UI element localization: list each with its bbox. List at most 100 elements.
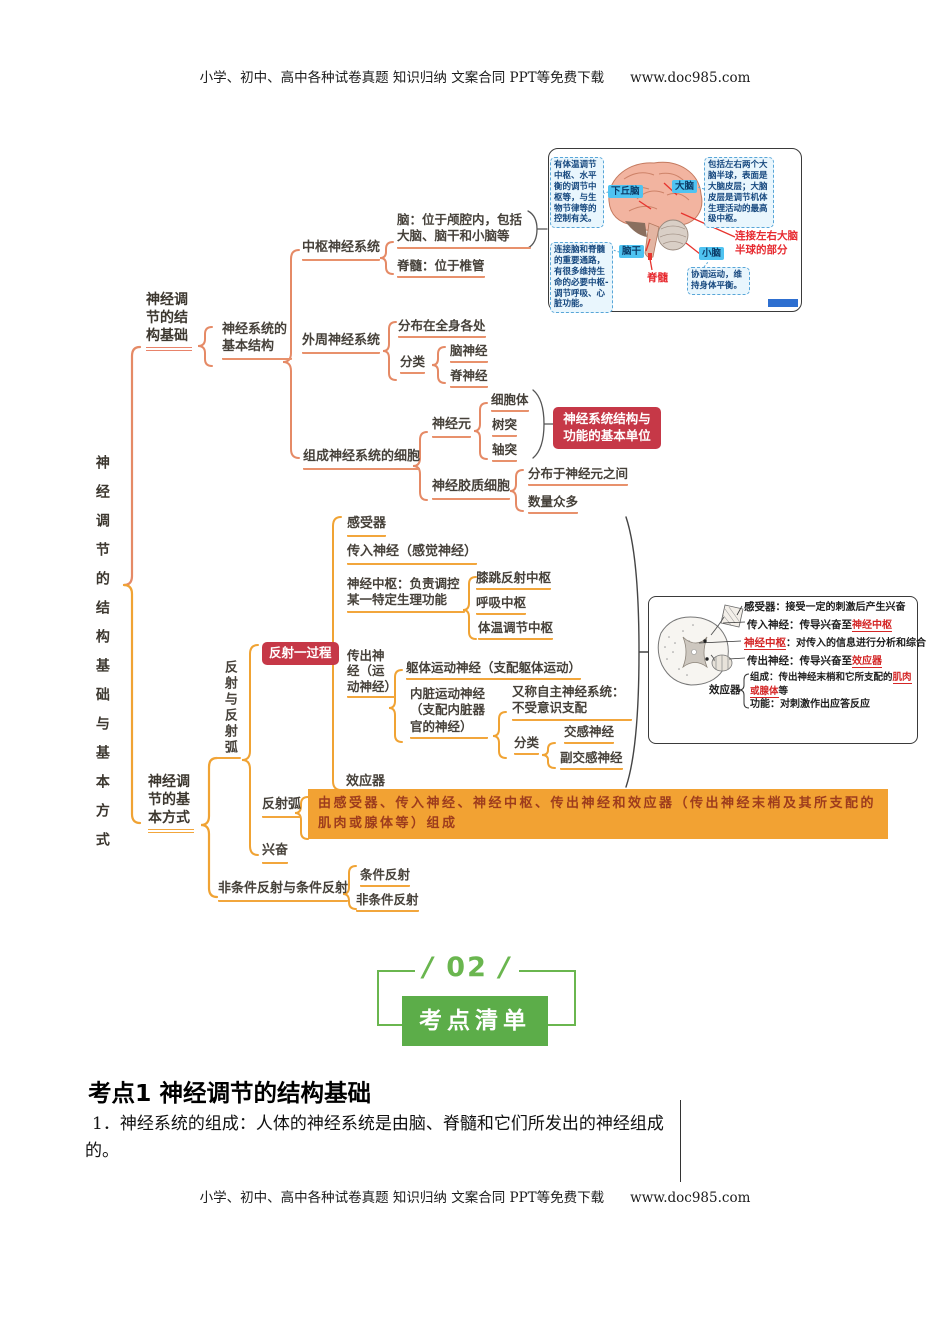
node-somatic: 躯体运动神经（支配躯体运动） bbox=[406, 660, 582, 681]
afferent-term: 传入神经：传导兴奋至 bbox=[747, 619, 852, 631]
reflex-arc-figure-box: 感受器：接受一定的刺激后产生兴奋 传入神经：传导兴奋至神经中枢 神经中枢：对传入… bbox=[648, 596, 926, 744]
neuron-parts-pointer bbox=[532, 389, 554, 459]
pns-brace bbox=[382, 321, 397, 381]
node-reflex-group: 反射与反射弧 bbox=[221, 660, 237, 756]
branch1-label: 神经调节的结构基础 bbox=[146, 292, 192, 351]
node-soma: 细胞体 bbox=[491, 392, 529, 413]
node-unconditioned-reflex: 非条件反射 bbox=[356, 892, 419, 913]
node-neuron: 神经元 bbox=[432, 417, 472, 438]
afferent-target: 神经中枢 bbox=[852, 620, 892, 632]
receptor-desc: ：接受一定的刺激后产生兴奋 bbox=[775, 602, 906, 613]
node-excitement: 兴奋 bbox=[262, 843, 289, 864]
branch1-brace bbox=[197, 326, 213, 367]
reflex-group-underline bbox=[215, 757, 241, 759]
branch2-brace bbox=[200, 756, 219, 899]
effector-brace bbox=[738, 673, 750, 709]
effector-composition: 组成：传出神经末梢和它所支配的肌肉或腺体等 bbox=[750, 671, 914, 699]
spinal-cord-illustration bbox=[657, 604, 750, 709]
header-url[interactable]: www.doc985.com bbox=[630, 70, 751, 86]
node-brain: 脑：位于颅腔内，包括大脑、脑干和小脑等 bbox=[397, 212, 531, 249]
mindmap-root-label: 神经调节的结构基础与基本方式 bbox=[93, 455, 110, 861]
topic-heading: 考点1 神经调节的结构基础 bbox=[88, 1079, 372, 1107]
slash-right: / bbox=[499, 952, 512, 983]
center-desc: ：对传入的信息进行分析和综合 bbox=[786, 638, 926, 649]
hypothalamus-note: 有体温调节中枢、水平衡的调节中枢等，与生物节律等的控制有关。 bbox=[550, 157, 604, 229]
node-reflex-process-badge: 反射一过程 bbox=[262, 642, 339, 665]
classify1-brace bbox=[431, 346, 446, 384]
node-distributed: 分布在全身各处 bbox=[398, 318, 486, 339]
hypothalamus-label: 下丘脑 bbox=[608, 185, 643, 199]
classify2-brace bbox=[541, 742, 556, 769]
footer-text: 小学、初中、高中各种试卷真题 知识归纳 文案合同 PPT等免费下载 bbox=[199, 1190, 605, 1206]
page-header: 小学、初中、高中各种试卷真题 知识归纳 文案合同 PPT等免费下载 www.doc… bbox=[0, 66, 950, 86]
page-footer: 小学、初中、高中各种试卷真题 知识归纳 文案合同 PPT等免费下载 www.doc… bbox=[0, 1186, 950, 1206]
compose-red: 肌肉或腺体 bbox=[750, 672, 912, 698]
text-cursor-line bbox=[680, 1100, 681, 1182]
node-cns: 中枢神经系统 bbox=[302, 240, 381, 261]
body-line-2: 的。 bbox=[85, 1141, 119, 1161]
body-line-1: 1．神经系统的组成：人体的神经系统是由脑、脊髓和它们所发出的神经组成 bbox=[92, 1114, 664, 1134]
compose-text: 组成：传出神经末梢和它所支配的 bbox=[750, 672, 893, 683]
node-spinal-nerve: 脊神经 bbox=[450, 368, 488, 389]
node-nerve-center: 神经中枢：负责调控某一特定生理功能 bbox=[347, 576, 465, 613]
node-dendrite: 树突 bbox=[492, 417, 518, 438]
cns-brace bbox=[379, 241, 394, 275]
visceral-children-brace bbox=[492, 711, 507, 759]
effector-function: 功能：对刺激作出应答反应 bbox=[750, 699, 870, 710]
reflex-arc-definition: 由感受器、传入神经、神经中枢、传出神经和效应器（传出神经末梢及其所支配的肌肉或腺… bbox=[308, 789, 888, 840]
reflex-line-afferent: 传入神经：传导兴奋至神经中枢 bbox=[747, 619, 892, 633]
brain-illustration bbox=[598, 161, 798, 307]
brainstem-label: 脑干 bbox=[619, 245, 645, 259]
reflex-line-efferent: 传出神经：传导兴奋至效应器 bbox=[747, 655, 882, 669]
section-number-text: 02 bbox=[446, 952, 488, 983]
node-autonomic: 又称自主神经系统：不受意识支配 bbox=[512, 684, 632, 721]
spinal-cord-label: 脊髓 bbox=[647, 272, 668, 284]
node-cells: 组成神经系统的细胞 bbox=[303, 449, 421, 470]
neuron-brace bbox=[473, 402, 488, 460]
cerebrum-note: 包括左右两个大脑半球，表面是大脑皮层；大脑皮层是调节机体生理活动的最高级中枢。 bbox=[704, 157, 774, 229]
node-pns: 外周神经系统 bbox=[302, 333, 381, 354]
compose-tail: 等 bbox=[778, 685, 789, 697]
branch2-label: 神经调节的基本方式 bbox=[148, 774, 194, 833]
center-term: 神经中枢 bbox=[744, 637, 786, 650]
efferent-target: 效应器 bbox=[852, 656, 882, 668]
glial-brace bbox=[509, 469, 524, 512]
node-efferent: 传出神经（运动神经） bbox=[347, 648, 397, 698]
section-title-button[interactable]: 考点清单 bbox=[402, 996, 548, 1046]
node-classify-2: 分类 bbox=[514, 735, 540, 756]
node-parasympathetic: 副交感神经 bbox=[560, 750, 623, 771]
effector-label: 效应器 bbox=[709, 684, 741, 696]
slash-left: / bbox=[423, 952, 435, 983]
footer-url[interactable]: www.doc985.com bbox=[630, 1190, 751, 1206]
reflex-line-receptor: 感受器：接受一定的刺激后产生兴奋 bbox=[744, 601, 906, 615]
cerebrum-label: 大脑 bbox=[672, 180, 698, 194]
reflex-arc-pointer bbox=[625, 516, 649, 788]
brain-figure-box: 有体温调节中枢、水平衡的调节中枢等，与生物节律等的控制有关。 包括左右两个大脑半… bbox=[548, 148, 802, 314]
node-cranial-nerve: 脑神经 bbox=[450, 343, 488, 364]
node-conditioned-reflex: 条件反射 bbox=[360, 867, 411, 888]
neuron-unit-badge: 神经系统结构与功能的基本单位 bbox=[553, 407, 661, 449]
watermark-rect bbox=[768, 299, 798, 307]
node-visceral: 内脏运动神经（支配内脏器官的神经） bbox=[410, 686, 488, 739]
cerebellum-note: 协调运动，维持身体平衡。 bbox=[687, 267, 750, 295]
brainstem-note: 连接脑和脊髓的重要通路，有很多维持生命的必要中枢-调节呼吸、心脏功能。 bbox=[550, 242, 613, 314]
node-afferent: 传入神经（感觉神经） bbox=[347, 544, 478, 565]
efferent-term: 传出神经：传导兴奋至 bbox=[747, 655, 852, 667]
reflex-group-brace bbox=[241, 644, 259, 856]
receptor-term: 感受器 bbox=[744, 601, 776, 613]
node-spinal-cord: 脊髓：位于椎管 bbox=[397, 258, 485, 279]
node-temp-center: 体温调节中枢 bbox=[478, 620, 554, 641]
root-brace-bottom bbox=[122, 583, 142, 825]
cerebellum-label: 小脑 bbox=[699, 247, 725, 261]
corpus-callosum-note: 连接左右大脑半球的部分 bbox=[735, 230, 798, 256]
node-ucr-cr: 非条件反射与条件反射 bbox=[218, 881, 349, 902]
node-breath-center: 呼吸中枢 bbox=[476, 595, 527, 616]
header-text: 小学、初中、高中各种试卷真题 知识归纳 文案合同 PPT等免费下载 bbox=[199, 70, 605, 86]
node-classify-1: 分类 bbox=[400, 354, 426, 375]
node-receptor: 感受器 bbox=[347, 516, 387, 537]
node-glial-number: 数量众多 bbox=[528, 494, 579, 515]
node-knee-center: 膝跳反射中枢 bbox=[476, 570, 552, 591]
node-reflex-arc: 反射弧 bbox=[262, 797, 302, 818]
root-brace-top bbox=[122, 345, 142, 587]
